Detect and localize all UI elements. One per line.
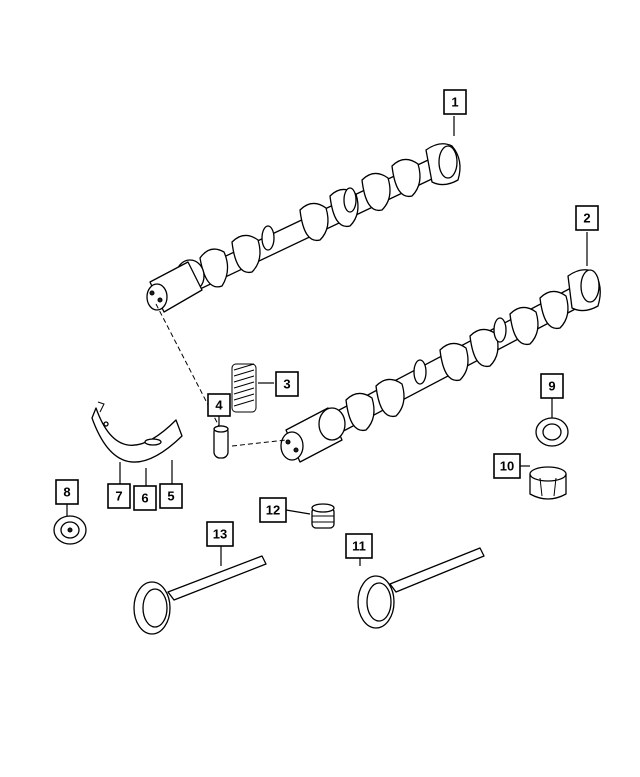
- relation-line: [231, 439, 287, 447]
- camshaft-lower: [280, 269, 601, 463]
- callout-11: 11: [345, 533, 373, 559]
- callout-label-4: 4: [215, 398, 223, 413]
- callout-label-2: 2: [583, 211, 590, 226]
- bearing-cap: [91, 401, 183, 463]
- callout-9: 9: [540, 373, 564, 399]
- callout-3: 3: [275, 371, 299, 397]
- valve-right: [357, 547, 485, 629]
- callout-label-8: 8: [63, 485, 70, 500]
- callout-label-10: 10: [500, 459, 514, 474]
- callout-2: 2: [575, 205, 599, 231]
- tappet: [529, 466, 567, 500]
- callout-1: 1: [443, 89, 467, 115]
- callout-12: 12: [259, 497, 287, 523]
- callout-label-11: 11: [352, 539, 366, 554]
- callout-7: 7: [107, 483, 131, 509]
- callout-5: 5: [159, 483, 183, 509]
- callout-8: 8: [55, 479, 79, 505]
- callout-10: 10: [493, 453, 521, 479]
- callout-label-1: 1: [451, 95, 458, 110]
- leader-lines: [66, 116, 588, 566]
- callout-4: 4: [207, 393, 231, 417]
- callout-label-12: 12: [266, 503, 280, 518]
- callout-label-13: 13: [213, 527, 227, 542]
- valve-spring: [231, 363, 257, 413]
- callout-label-6: 6: [141, 491, 148, 506]
- callout-label-9: 9: [548, 379, 555, 394]
- cap-plug: [53, 515, 87, 545]
- valve-left: [133, 555, 267, 635]
- seal: [535, 417, 569, 447]
- plug: [311, 503, 335, 529]
- dowel-pin: [213, 425, 229, 459]
- callout-6: 6: [133, 485, 157, 511]
- callout-label-7: 7: [115, 489, 122, 504]
- callout-label-3: 3: [283, 377, 290, 392]
- camshaft-upper: [146, 143, 461, 313]
- callout-label-5: 5: [167, 489, 174, 504]
- callout-13: 13: [206, 521, 234, 547]
